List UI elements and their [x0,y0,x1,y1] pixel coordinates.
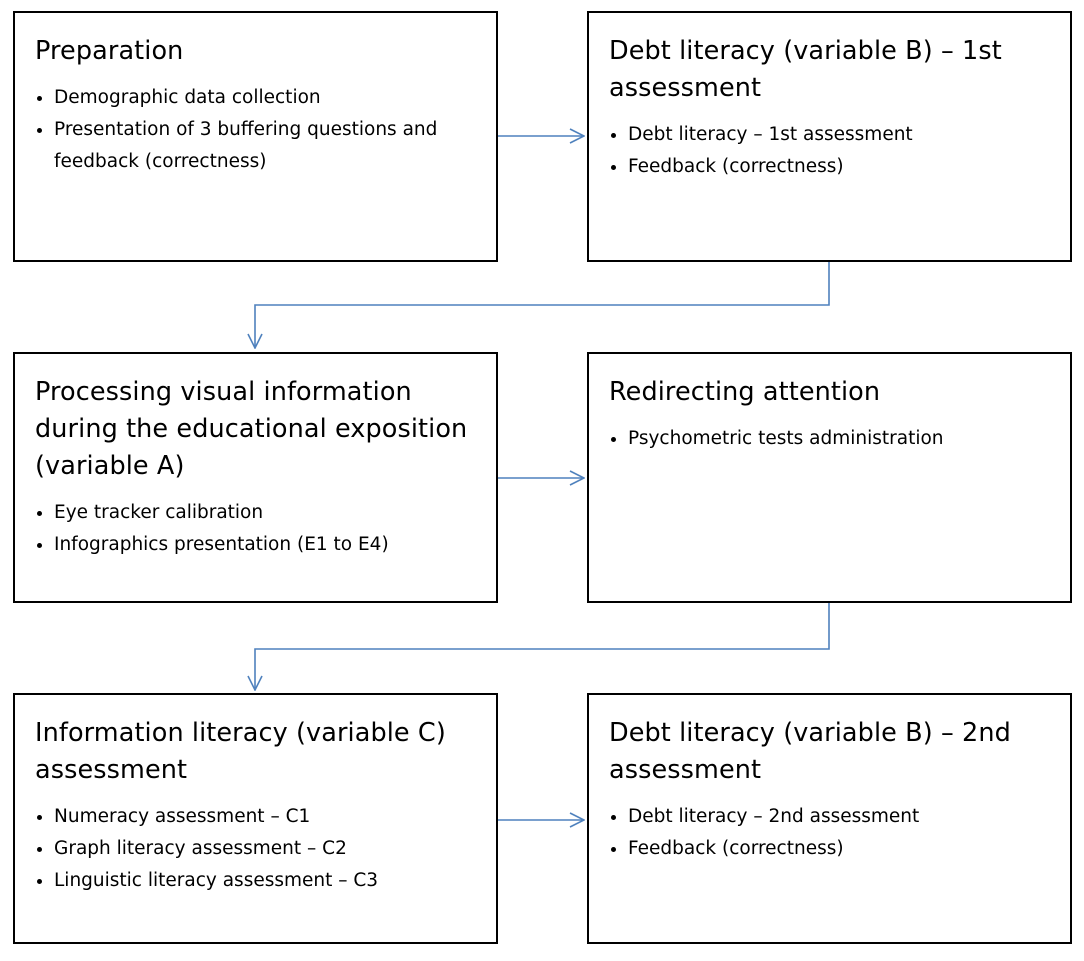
bullet-text: Numeracy assessment – C1 [54,806,311,827]
step-information-literacy-box: Information literacy (variable C) assess… [13,693,498,944]
bullet-item: Psychometric tests administration [609,423,1056,455]
step-bullet-list: Numeracy assessment – C1 Graph literacy … [35,801,482,897]
step-processing-visual-information-box: Processing visual information during the… [13,352,498,603]
step-bullet-list: Psychometric tests administration [609,423,1056,455]
bullet-item: Eye tracker calibration [35,497,482,529]
step-title: Preparation [35,36,184,66]
step-bullet-list: Demographic data collection Presentation… [35,82,482,178]
step-bullet-list: Debt literacy – 1st assessment Feedback … [609,119,1056,183]
step-title: Redirecting attention [609,377,881,407]
step-title: Debt literacy (variable B) – 1st assessm… [609,36,1002,103]
bullet-text: Feedback (correctness) [628,156,844,177]
bullet-text: Eye tracker calibration [54,502,264,523]
step-debt-literacy-1st-box: Debt literacy (variable B) – 1st assessm… [587,11,1072,262]
step-debt-literacy-2nd-box: Debt literacy (variable B) – 2nd assessm… [587,693,1072,944]
bullet-text: Demographic data collection [54,87,321,108]
bullet-item: Presentation of 3 buffering questions an… [35,114,482,178]
bullet-text: Infographics presentation (E1 to E4) [54,534,389,555]
bullet-item: Feedback (correctness) [609,151,1056,183]
step-title: Information literacy (variable C) assess… [35,718,446,785]
bullet-item: Graph literacy assessment – C2 [35,833,482,865]
bullet-text: Presentation of 3 buffering questions an… [54,119,438,172]
step-bullet-list: Eye tracker calibration Infographics pre… [35,497,482,561]
bullet-item: Debt literacy – 2nd assessment [609,801,1056,833]
step-preparation-box: Preparation Demographic data collection … [13,11,498,262]
bullet-text: Feedback (correctness) [628,838,844,859]
bullet-item: Demographic data collection [35,82,482,114]
step-redirecting-attention-box: Redirecting attention Psychometric tests… [587,352,1072,603]
bullet-item: Feedback (correctness) [609,833,1056,865]
bullet-text: Debt literacy – 1st assessment [628,124,913,145]
bullet-item: Infographics presentation (E1 to E4) [35,529,482,561]
bullet-item: Debt literacy – 1st assessment [609,119,1056,151]
arrow-debt-literacy-1st-to-processing [255,262,830,348]
step-bullet-list: Debt literacy – 2nd assessment Feedback … [609,801,1056,865]
bullet-text: Linguistic literacy assessment – C3 [54,870,379,891]
bullet-text: Psychometric tests administration [628,428,944,449]
bullet-item: Linguistic literacy assessment – C3 [35,865,482,897]
step-title: Processing visual information during the… [35,377,468,481]
bullet-text: Graph literacy assessment – C2 [54,838,347,859]
bullet-item: Numeracy assessment – C1 [35,801,482,833]
arrow-redirecting-to-information-literacy [255,603,830,690]
step-title: Debt literacy (variable B) – 2nd assessm… [609,718,1011,785]
bullet-text: Debt literacy – 2nd assessment [628,806,920,827]
